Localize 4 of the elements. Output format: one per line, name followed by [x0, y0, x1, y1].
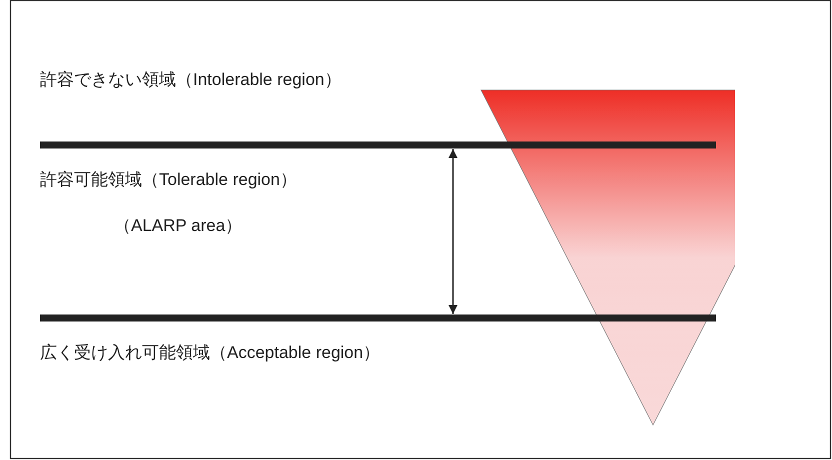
area-label: （ALARP area） — [114, 216, 242, 236]
region-label: 広く受け入れ可能領域（Acceptable region） — [40, 343, 380, 364]
region-label: 許容できない領域（Intolerable region） — [40, 70, 342, 90]
region-label: 許容可能領域（Tolerable region） — [40, 170, 297, 190]
